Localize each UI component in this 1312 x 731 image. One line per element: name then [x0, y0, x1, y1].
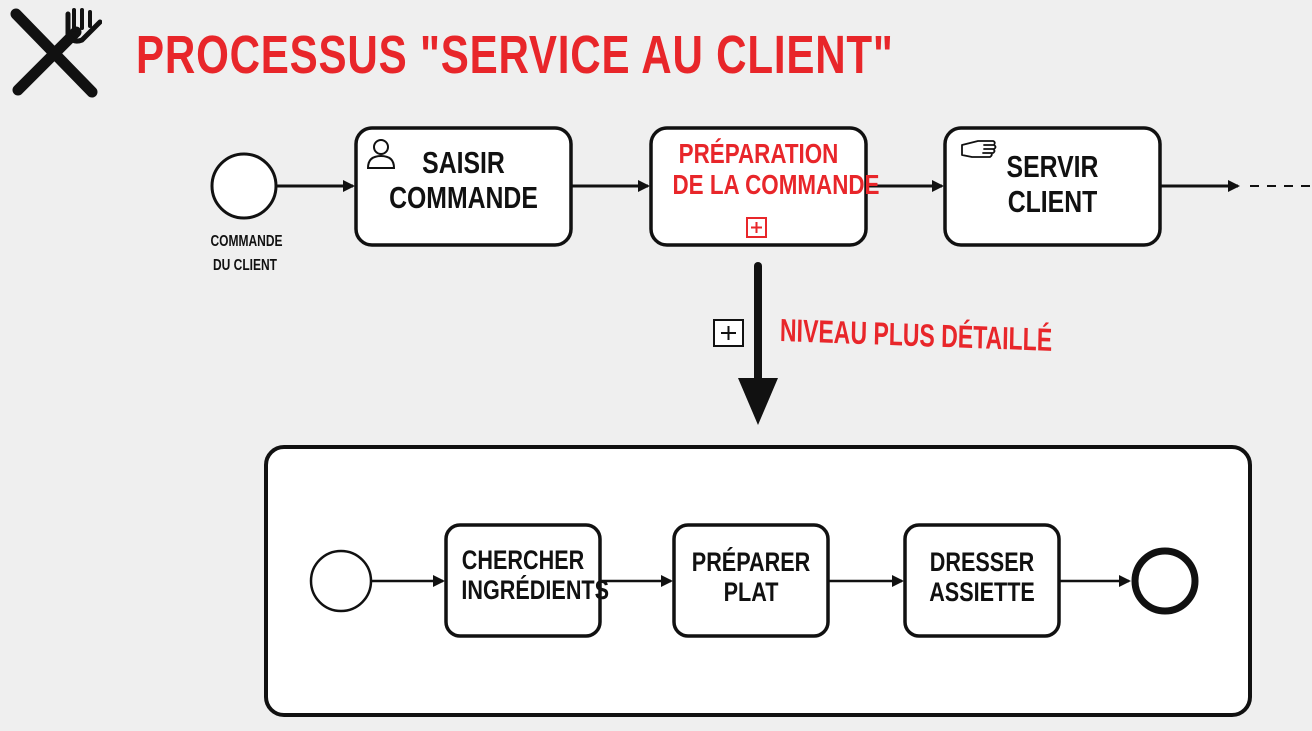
task-label-saisir: SAISIR COMMANDE	[389, 145, 538, 215]
expand-plus-icon	[713, 319, 744, 347]
sub-start-event	[309, 549, 373, 613]
task-preparer-plat	[672, 523, 830, 638]
task-label-preparation: PRÉPARATION DE LA COMMANDE	[672, 138, 880, 201]
sub-end-event	[1131, 547, 1199, 615]
page-title: PROCESSUS "SERVICE AU CLIENT"	[136, 25, 894, 85]
task-label-chercher: CHERCHER INGRÉDIENTS	[461, 545, 610, 606]
task-label-preparer: PRÉPARER PLAT	[691, 547, 811, 608]
task-chercher-ingredients	[444, 523, 602, 638]
task-label-servir: SERVIR CLIENT	[1006, 149, 1099, 219]
collapsed-subprocess-marker	[746, 217, 767, 238]
task-label-dresser: DRESSER ASSIETTE	[929, 547, 1035, 608]
task-saisir-commande	[354, 126, 573, 247]
task-preparation-commande	[649, 126, 868, 247]
knife-fork-logo-icon	[10, 8, 102, 98]
task-dresser-assiette	[903, 523, 1061, 638]
hand-icon	[961, 140, 997, 158]
start-event-label: COMMANDE DU CLIENT	[210, 233, 283, 274]
task-servir-client	[943, 126, 1162, 247]
user-icon	[366, 139, 396, 169]
drill-down-arrowhead	[738, 378, 778, 425]
start-event	[210, 152, 278, 220]
